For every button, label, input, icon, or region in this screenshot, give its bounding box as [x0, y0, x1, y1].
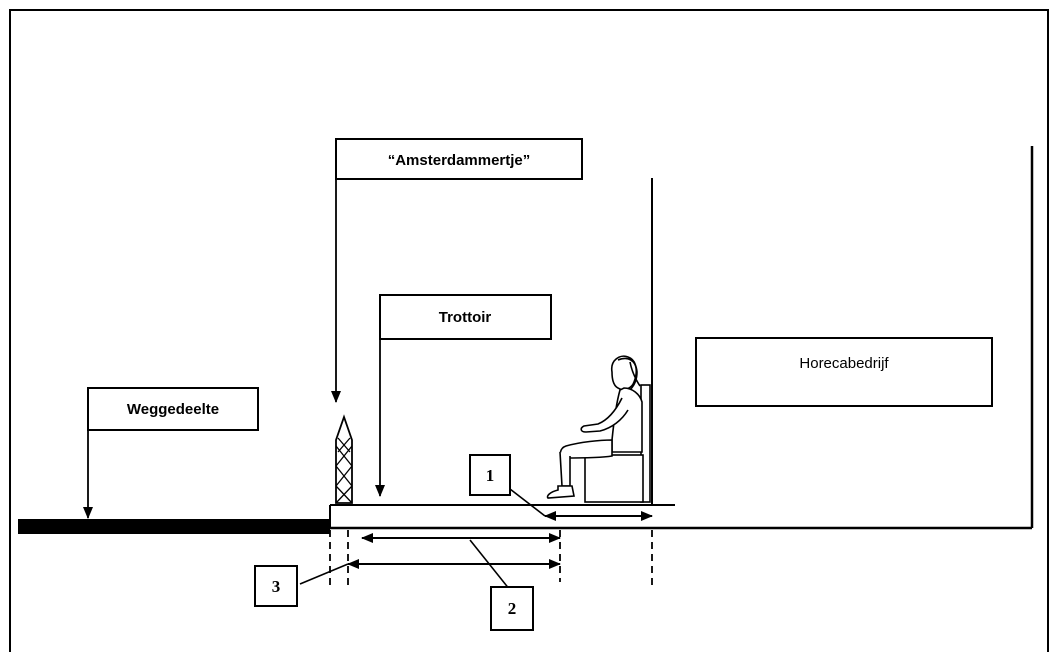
horecabedrijf-label-box [695, 337, 993, 407]
marker-2-label: 2 [508, 599, 517, 618]
horecabedrijf-label: Horecabedrijf [799, 355, 889, 372]
weggedeelte-label-box [87, 387, 259, 431]
sidewalk [329, 504, 1032, 530]
marker-1-label: 1 [486, 466, 495, 485]
road-surface [18, 519, 330, 534]
trottoir-label-box [379, 294, 552, 340]
trottoir-label: Trottoir [439, 309, 492, 326]
amsterdammertje-label: “Amsterdammertje” [388, 152, 531, 169]
marker-2-leader [469, 539, 511, 591]
weggedeelte-label: Weggedeelte [127, 401, 219, 418]
amsterdammertje-label-box [335, 138, 583, 180]
marker-1-box [469, 454, 511, 496]
marker-2-box [490, 586, 534, 631]
dimension-guides [329, 530, 653, 588]
seated-person-icon [546, 355, 651, 503]
marker-3-label: 3 [272, 577, 281, 596]
marker-3-box [254, 565, 298, 607]
amsterdammertje-bollard [335, 414, 353, 504]
marker-1-leader [509, 488, 546, 517]
outer-frame [9, 9, 1049, 652]
marker-3-leader [299, 563, 349, 585]
